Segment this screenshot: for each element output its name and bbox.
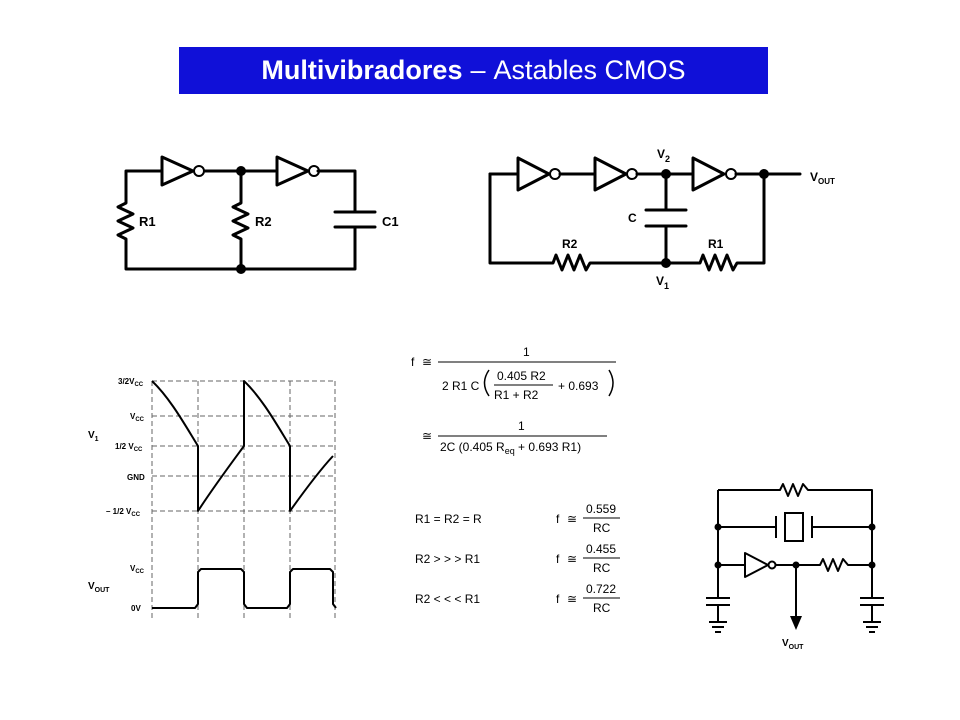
svg-text:f: f <box>556 552 560 566</box>
svg-text:1: 1 <box>518 419 525 433</box>
inverter-a <box>516 156 551 192</box>
inverter-c <box>691 156 726 192</box>
svg-text:0V: 0V <box>131 604 141 613</box>
slide-title: Multivibradores–Astables CMOS <box>179 47 768 94</box>
label-v2: V <box>657 147 665 161</box>
label-r1: R1 <box>139 214 156 229</box>
svg-text:R1 + R2: R1 + R2 <box>494 388 539 402</box>
svg-text:– 1/2 VCC: – 1/2 VCC <box>106 507 141 518</box>
svg-text:R1 = R2 = R: R1 = R2 = R <box>415 512 482 526</box>
svg-text:V1: V1 <box>656 274 669 291</box>
svg-text:f: f <box>556 592 560 606</box>
label-vout-crystal: V <box>782 638 789 649</box>
label-r2: R2 <box>255 214 272 229</box>
inverter-1 <box>160 155 195 187</box>
svg-text:0.722: 0.722 <box>586 582 616 596</box>
label-c1: C1 <box>382 214 399 229</box>
waveform-plot: 3/2VCC VCC 1/2 VCC GND – 1/2 VCC VCC 0V … <box>88 377 337 620</box>
svg-text:2 R1 C: 2 R1 C <box>442 379 480 393</box>
svg-text:VOUT: VOUT <box>810 170 835 186</box>
svg-text:≅: ≅ <box>567 552 577 566</box>
case-3: R2 < < < R1 f ≅ 0.722 RC <box>415 582 620 615</box>
svg-text:+ 0.693: + 0.693 <box>558 379 599 393</box>
svg-text:R2 > > > R1: R2 > > > R1 <box>415 552 480 566</box>
svg-text:3/2VCC: 3/2VCC <box>118 377 144 388</box>
case-2: R2 > > > R1 f ≅ 0.455 RC <box>415 542 620 575</box>
label-r1-right: R1 <box>708 237 724 251</box>
svg-text:≅: ≅ <box>567 592 577 606</box>
svg-text:f: f <box>556 512 560 526</box>
label-waveform-vout: V <box>88 581 95 592</box>
svg-text:≅: ≅ <box>567 512 577 526</box>
svg-text:0.455: 0.455 <box>586 542 616 556</box>
inverter-b <box>593 156 628 192</box>
svg-text:RC: RC <box>593 521 611 535</box>
svg-text:0.559: 0.559 <box>586 502 616 516</box>
svg-text:VOUT: VOUT <box>88 581 110 594</box>
formula-block: f ≅ 1 2 R1 C 0.405 R2 R1 + R2 + 0.693 ≅ … <box>411 345 620 615</box>
inverter-2 <box>275 155 310 187</box>
circuit-left: R1 R2 C1 <box>116 155 399 274</box>
circuit-right: V2 V1 C R2 R1 VOUT <box>488 147 835 291</box>
svg-text:V1: V1 <box>88 430 99 443</box>
svg-text:1/2 VCC: 1/2 VCC <box>115 442 143 453</box>
inverter-crystal <box>744 552 769 578</box>
circuit-crystal: VOUT <box>706 483 884 651</box>
svg-text:1: 1 <box>523 345 530 359</box>
svg-text:V2: V2 <box>657 147 670 164</box>
label-waveform-v1: V <box>88 430 95 441</box>
title-separator: – <box>470 55 486 85</box>
title-bold: Multivibradores <box>261 55 463 85</box>
case-1: R1 = R2 = R f ≅ 0.559 RC <box>415 502 620 535</box>
svg-text:RC: RC <box>593 601 611 615</box>
label-r2-right: R2 <box>562 237 578 251</box>
svg-text:VCC: VCC <box>130 412 145 423</box>
svg-text:GND: GND <box>127 473 145 482</box>
svg-text:2C (0.405 Req + 0.693 R1): 2C (0.405 Req + 0.693 R1) <box>440 440 581 456</box>
svg-text:≅: ≅ <box>422 355 432 369</box>
svg-text:R2 < < < R1: R2 < < < R1 <box>415 592 480 606</box>
svg-text:RC: RC <box>593 561 611 575</box>
label-c: C <box>628 211 637 225</box>
svg-text:f: f <box>411 355 415 369</box>
svg-text:≅: ≅ <box>422 429 432 443</box>
svg-text:VOUT: VOUT <box>782 638 804 651</box>
label-vout-right: V <box>810 170 818 184</box>
svg-text:VCC: VCC <box>130 564 145 575</box>
svg-text:0.405 R2: 0.405 R2 <box>497 369 546 383</box>
label-v1: V <box>656 274 664 288</box>
title-rest: Astables CMOS <box>493 55 686 85</box>
